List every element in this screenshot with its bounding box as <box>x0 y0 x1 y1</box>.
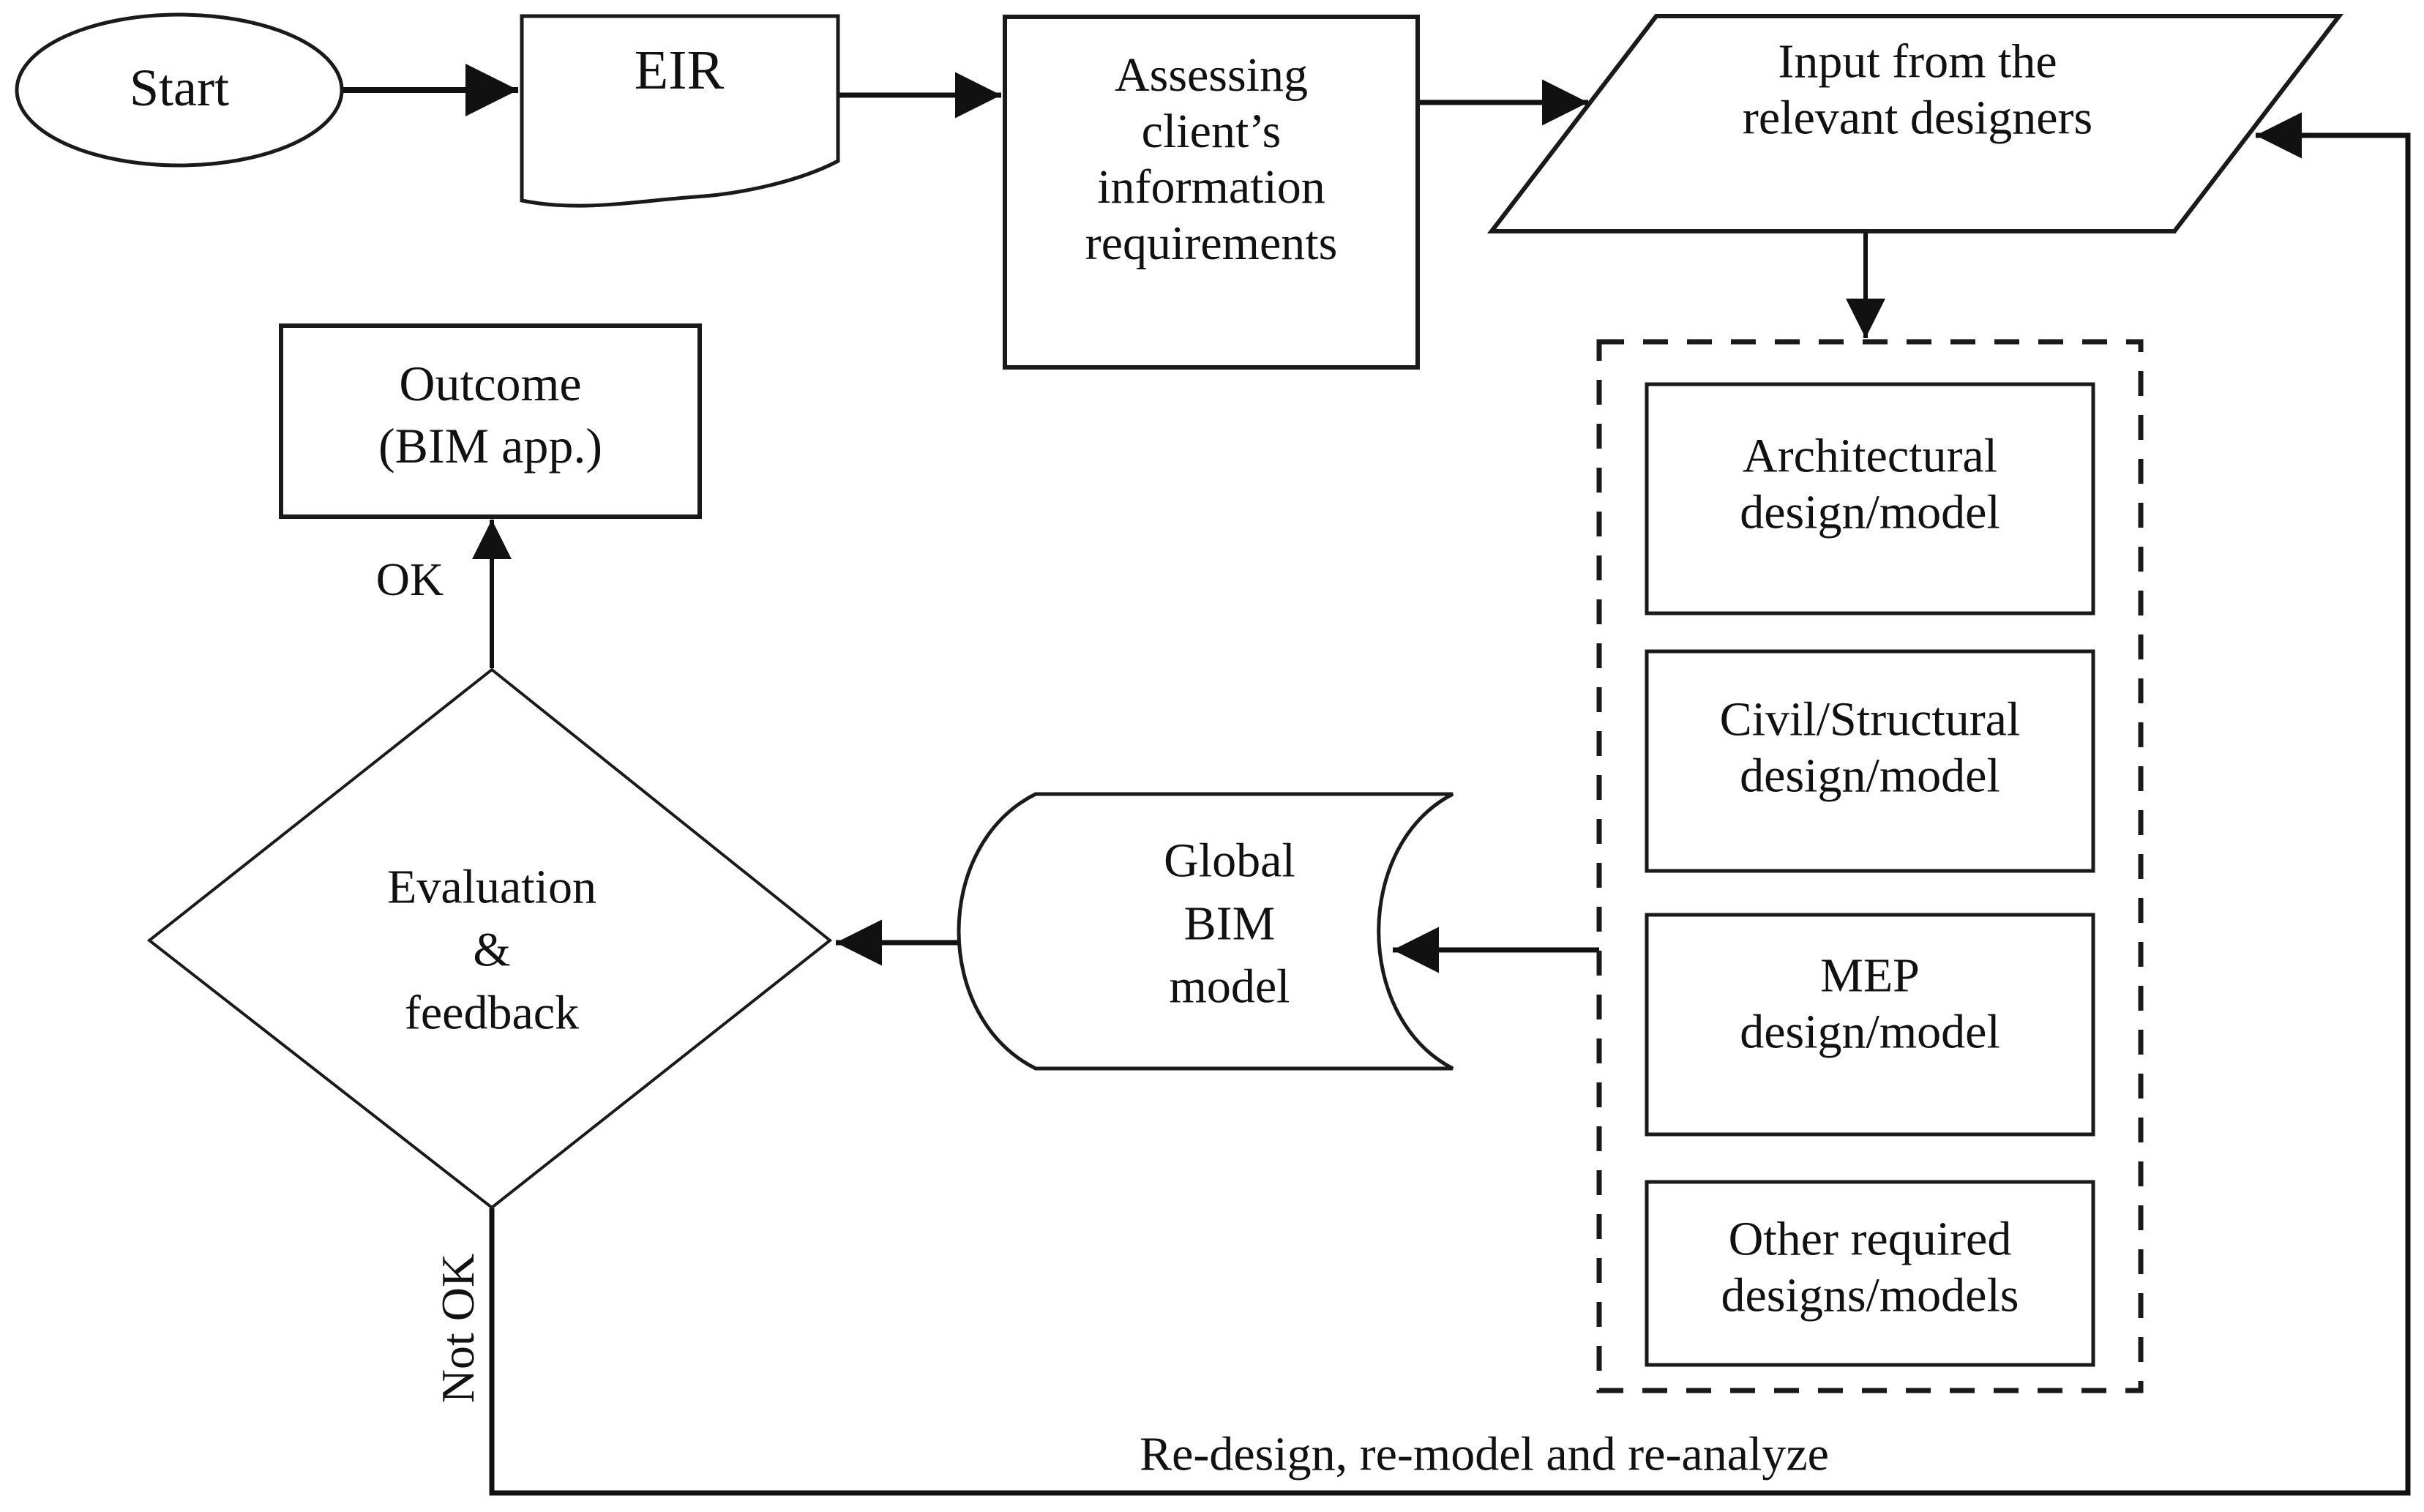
other-designs-box <box>1645 1180 2095 1367</box>
assessing-label: Assessing client’s information requireme… <box>1085 48 1338 270</box>
outcome-label: Outcome (BIM app.) <box>378 356 602 474</box>
global-bim-stored-data-shape <box>957 792 1454 1071</box>
evaluation-decision-diamond <box>146 667 833 1210</box>
eir-document-shape <box>520 14 840 208</box>
assessing-process-box <box>1003 15 1420 370</box>
eir-label: EIR <box>634 39 725 101</box>
input-designers-label: Input from the relevant designers <box>1742 34 2093 144</box>
input-designers-parallelogram <box>1486 14 2344 233</box>
architectural-label: Architectural design/model <box>1740 429 2000 539</box>
architectural-box <box>1645 382 2095 615</box>
ok-edge-label: OK <box>375 553 444 605</box>
civil-structural-label: Civil/Structural design/model <box>1719 692 2021 802</box>
not-ok-edge-label: Not OK <box>431 1253 484 1404</box>
start-terminator-shape <box>15 12 344 168</box>
global-bim-label: Global BIM model <box>1164 834 1295 1013</box>
redesign-edge-label: Re-design, re-model and re-analyze <box>1140 1427 1829 1481</box>
mep-box <box>1645 913 2095 1137</box>
civil-structural-box <box>1645 649 2095 873</box>
outcome-process-box <box>279 323 702 519</box>
other-designs-label: Other required designs/models <box>1721 1212 2019 1322</box>
mep-label: MEP design/model <box>1740 948 2000 1058</box>
start-label: Start <box>130 59 229 118</box>
evaluation-label: Evaluation & feedback <box>387 860 596 1039</box>
arrow-not-ok-feedback-loop <box>489 112 2411 1496</box>
